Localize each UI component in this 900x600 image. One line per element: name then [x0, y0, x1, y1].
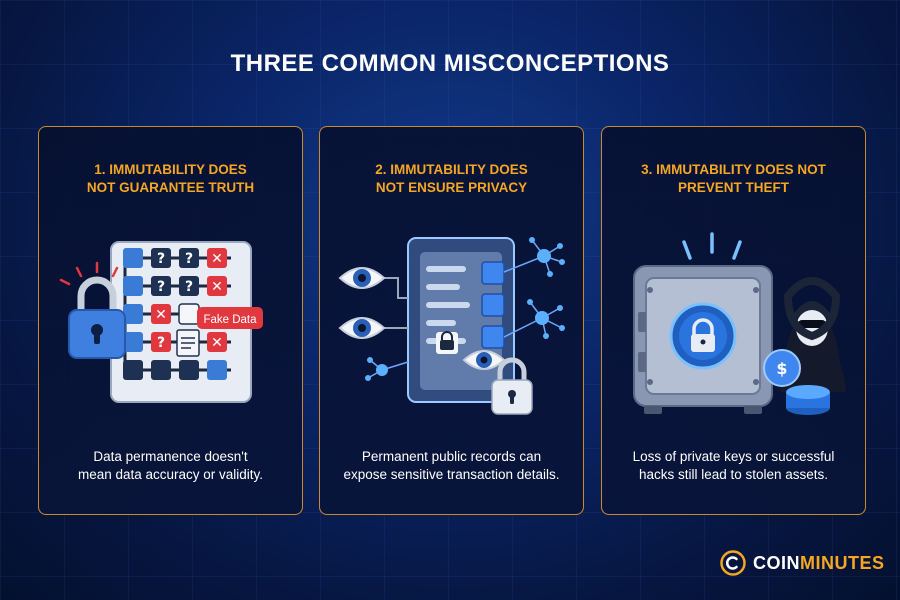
- card-description: Permanent public records can expose sens…: [343, 449, 560, 482]
- small-lock-icon: [436, 331, 458, 354]
- svg-text:?: ?: [157, 251, 165, 267]
- coin-logo-icon: [720, 550, 746, 576]
- svg-text:?: ?: [157, 335, 165, 351]
- question-icon: [151, 332, 171, 352]
- padlock-icon: [491, 357, 533, 415]
- card-description: Data permanence doesn't mean data accura…: [77, 449, 264, 482]
- safe-icon: [633, 265, 773, 414]
- svg-text:?: ?: [157, 279, 165, 295]
- public-ledger-illustration: [338, 237, 565, 415]
- card-privacy: 2. IMMUTABILITY DOES NOT ENSURE PRIVACY: [319, 126, 584, 515]
- page-title: THREE COMMON MISCONCEPTIONS: [230, 50, 670, 77]
- block-icon: [481, 261, 505, 349]
- brand-logo: COINMINUTES: [720, 548, 885, 578]
- eye-icon: [462, 350, 506, 370]
- svg-text:✕: ✕: [211, 335, 223, 351]
- svg-text:$: $: [776, 359, 787, 378]
- svg-text:✕: ✕: [211, 251, 223, 267]
- block-icon: [123, 248, 143, 268]
- svg-text:✕: ✕: [211, 279, 223, 295]
- card-theft: 3. IMMUTABILITY DOES NOT PREVENT THEFT: [601, 126, 866, 515]
- fake-data-tag: Fake Data: [197, 307, 263, 329]
- alert-glow-icon: [682, 232, 742, 260]
- card-description: Loss of private keys or successful hacks…: [632, 449, 835, 482]
- padlock-icon: [59, 261, 126, 359]
- brand-wordmark: COINMINUTES: [753, 552, 885, 573]
- eye-icon: [338, 317, 386, 339]
- x-icon: [207, 248, 227, 268]
- coin-icon: $: [763, 349, 830, 415]
- card-heading: 2. IMMUTABILITY DOES NOT ENSURE PRIVACY: [375, 162, 528, 195]
- svg-text:?: ?: [185, 279, 193, 295]
- svg-text:?: ?: [185, 251, 193, 267]
- svg-text:✕: ✕: [155, 307, 167, 323]
- card-heading: 3. IMMUTABILITY DOES NOT PREVENT THEFT: [641, 162, 826, 195]
- svg-text:Fake Data: Fake Data: [203, 314, 257, 326]
- card-heading: 1. IMMUTABILITY DOES NOT GUARANTEE TRUTH: [86, 162, 255, 195]
- safe-hacker-illustration: $: [633, 232, 846, 415]
- eye-icon: [338, 267, 386, 289]
- fake-data-ledger-illustration: ? ? ✕ ? ? ✕ ✕ ? ✕ Fake Da: [59, 241, 263, 403]
- card-truth: 1. IMMUTABILITY DOES NOT GUARANTEE TRUTH…: [38, 126, 303, 515]
